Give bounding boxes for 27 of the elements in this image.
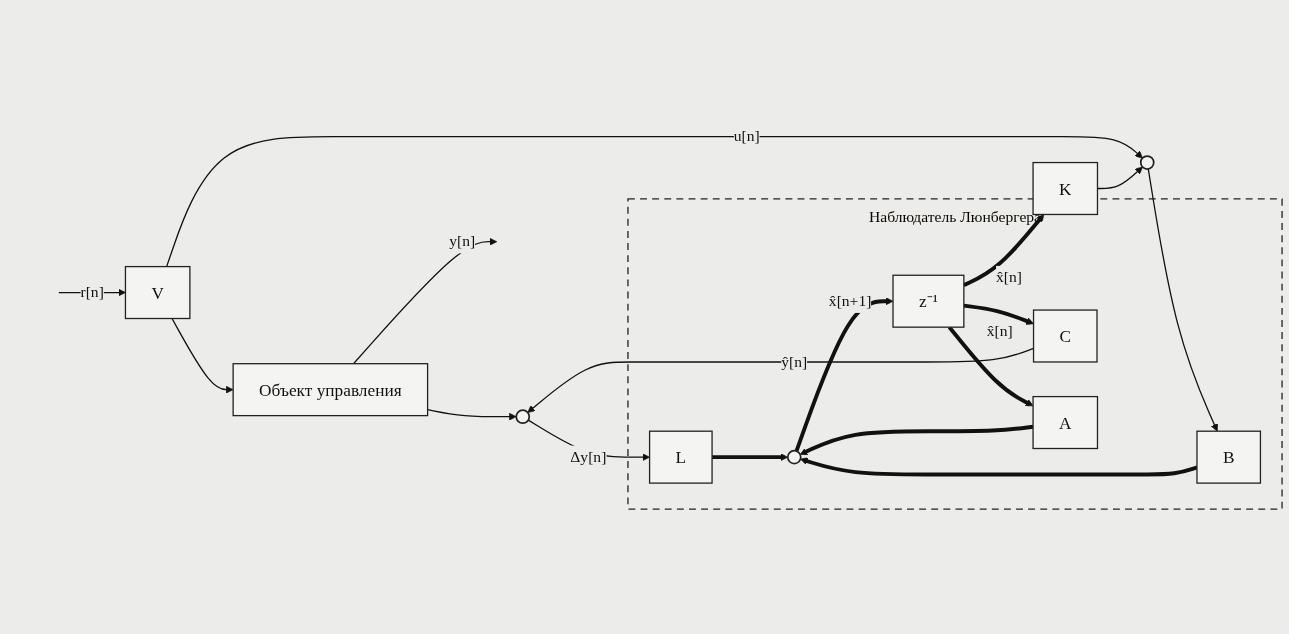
node-box: Объект управления (232, 363, 429, 417)
edge-label: ŷ[n] (781, 352, 808, 371)
edge-label: u[n] (733, 127, 760, 145)
node-box: V (124, 265, 191, 320)
arrow (799, 424, 1034, 455)
node-circle (515, 409, 531, 425)
edge-label: x̂[n] (986, 322, 1013, 340)
edge-label: x̂[n+1] (828, 292, 872, 310)
node-box: z⁻¹ (892, 274, 965, 328)
node-box: L (648, 430, 713, 484)
edge-label: r[n] (80, 283, 104, 301)
arrow (1147, 168, 1218, 432)
arrow (166, 135, 1143, 268)
node-box: K (1032, 161, 1099, 216)
edge-label: x̂[n] (996, 268, 1023, 286)
node-box: A (1032, 395, 1099, 450)
edge-label: Δy[n] (570, 448, 607, 466)
node-box: C (1032, 309, 1098, 363)
node-box: B (1196, 430, 1262, 484)
arrow (963, 303, 1034, 325)
edge-label: y[n] (449, 232, 476, 250)
arrow (794, 297, 894, 452)
node-circle (1139, 155, 1155, 170)
arrow (352, 237, 498, 365)
arrow (171, 317, 234, 394)
arrow (712, 453, 789, 461)
node-circle (786, 449, 802, 465)
